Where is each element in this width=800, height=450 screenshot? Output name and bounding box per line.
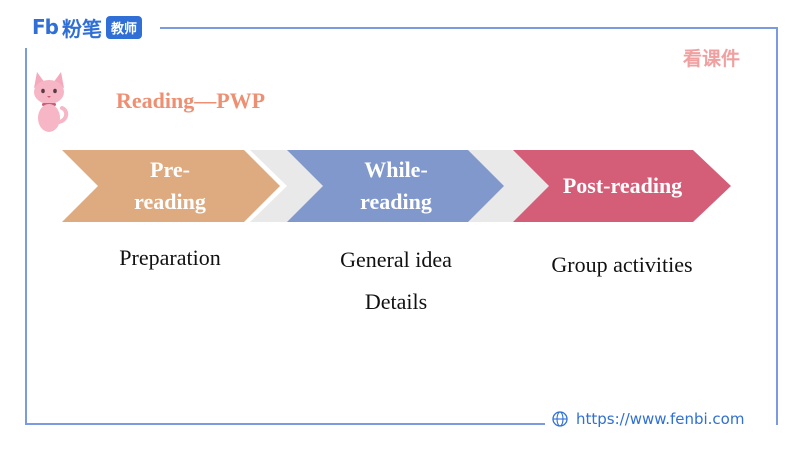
frame-top-line: [160, 27, 778, 29]
while-reading-arrow: [287, 150, 504, 222]
globe-icon: [552, 411, 568, 427]
logo-mark: Fb: [32, 15, 59, 39]
while-reading-line1: While-: [364, 157, 428, 182]
fenbi-logo: Fb 粉笔 教师: [32, 14, 142, 41]
logo-name: 粉笔: [61, 16, 102, 41]
cat-mascot-icon: [34, 72, 69, 132]
slide-title: Reading—PWP: [116, 88, 266, 113]
pre-reading-desc: Preparation: [119, 245, 221, 270]
while-reading-label: While- reading: [336, 154, 456, 218]
pre-reading-line1: Pre-: [150, 157, 190, 182]
post-reading-line1: Post-reading: [562, 173, 683, 198]
logo-badge: 教师: [105, 15, 142, 39]
footer-url[interactable]: https://www.fenbi.com: [576, 410, 745, 428]
pre-reading-label: Pre- reading: [110, 154, 230, 218]
view-courseware-link[interactable]: 看课件: [683, 48, 741, 70]
post-reading-label: Post-reading: [540, 170, 705, 202]
frame-bottom-line: [25, 423, 545, 425]
while-reading-desc-2: Details: [364, 289, 428, 314]
footer-link[interactable]: https://www.fenbi.com: [552, 410, 744, 428]
frame-right-line: [776, 27, 778, 425]
post-reading-arrow: [513, 150, 731, 222]
pre-reading-arrow: [62, 150, 280, 222]
while-reading-desc-1: General idea: [340, 247, 452, 272]
while-reading-line2: reading: [360, 189, 432, 214]
post-reading-desc: Group activities: [551, 252, 693, 277]
frame-left-line: [25, 48, 27, 423]
pre-reading-line2: reading: [134, 189, 206, 214]
